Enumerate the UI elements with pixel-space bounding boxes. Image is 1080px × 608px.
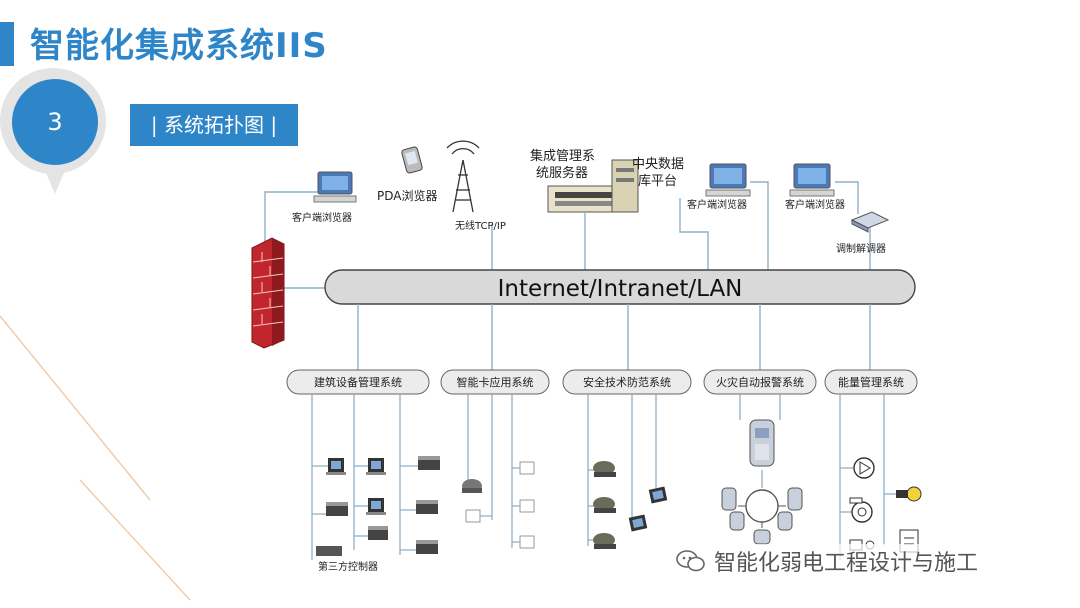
card-reader-icon	[519, 499, 535, 513]
third-party-label: 第三方控制器	[318, 560, 378, 573]
wireless-label: 无线TCP/IP	[455, 219, 506, 232]
lamp-icon	[896, 486, 922, 502]
controller-icon	[368, 526, 388, 540]
server-label: 集成管理系 统服务器	[530, 148, 599, 181]
title-accent-bar	[0, 22, 14, 66]
subsystem-building: 建筑设备管理系统	[286, 369, 430, 395]
building-devices	[316, 456, 440, 556]
fan-icon	[849, 497, 873, 523]
camera-icon	[593, 461, 616, 477]
subsystem-label: 火灾自动报警系统	[716, 375, 804, 389]
server-icon	[547, 159, 639, 213]
energy-devices	[849, 457, 922, 553]
card-reader-icon	[519, 461, 535, 475]
monitor-icon	[628, 514, 648, 532]
client-browser-label: 客户端浏览器	[785, 198, 845, 211]
modem-label: 调制解调器	[836, 242, 886, 255]
network-label: Internet/Intranet/LAN	[498, 276, 743, 302]
client-browser-label: 客户端浏览器	[687, 198, 747, 211]
card-reader-icon	[465, 509, 481, 523]
subsystem-energy: 能量管理系统	[824, 369, 918, 395]
controller-icon	[316, 546, 342, 556]
firewall-icon	[251, 237, 285, 349]
monitor-icon	[648, 486, 668, 504]
detector-icon	[777, 511, 793, 531]
subsystem-fire-alarm: 火灾自动报警系统	[703, 369, 817, 395]
controller-icon	[416, 540, 438, 554]
badge-pointer	[44, 168, 66, 194]
detector-icon	[753, 529, 771, 545]
camera-icon	[462, 479, 482, 493]
monitor-icon	[789, 163, 835, 197]
detector-icon	[787, 487, 803, 511]
page-title: 智能化集成系统IIS	[30, 26, 328, 66]
security-devices	[593, 461, 668, 549]
upper-connection-lines	[264, 181, 871, 289]
detector-icon	[729, 511, 745, 531]
controller-icon	[326, 502, 348, 516]
monitor-icon	[326, 458, 346, 475]
subsystem-security: 安全技术防范系统	[562, 369, 692, 395]
subsystem-label: 安全技术防范系统	[583, 375, 671, 389]
smart-card-devices	[462, 461, 535, 549]
subsystem-smart-card: 智能卡应用系统	[440, 369, 550, 395]
modem-icon	[850, 211, 890, 233]
section-number-badge: 3	[12, 79, 98, 165]
monitor-icon	[313, 171, 357, 203]
wechat-icon	[676, 550, 705, 572]
network-bus	[324, 269, 916, 305]
watermark-text: 智能化弱电工程设计与施工	[714, 551, 979, 576]
detector-icon	[721, 487, 737, 511]
loop-icon	[745, 489, 779, 523]
card-reader-icon	[519, 535, 535, 549]
controller-icon	[418, 456, 440, 470]
pump-icon	[853, 457, 875, 479]
monitor-icon	[366, 498, 386, 515]
alarm-panel-icon	[749, 419, 775, 467]
pda-browser-label: PDA浏览器	[377, 188, 437, 203]
camera-icon	[593, 533, 616, 549]
antenna-tower-icon	[446, 140, 480, 213]
monitor-icon	[366, 458, 386, 475]
subsystem-label: 智能卡应用系统	[457, 375, 534, 389]
monitor-icon	[705, 163, 751, 197]
pda-icon	[401, 146, 423, 174]
client-browser-label: 客户端浏览器	[292, 211, 352, 224]
database-label: 中央数据 库平台	[632, 157, 688, 189]
subsystem-label: 建筑设备管理系统	[314, 375, 402, 389]
bus-drop-lines	[357, 304, 871, 370]
fire-alarm-devices	[721, 419, 803, 545]
watermark: 智能化弱电工程设计与施工	[676, 544, 979, 578]
controller-icon	[416, 500, 438, 514]
section-label: | 系统拓扑图 |	[130, 104, 298, 146]
camera-icon	[593, 497, 616, 513]
subsystem-label: 能量管理系统	[838, 375, 904, 389]
